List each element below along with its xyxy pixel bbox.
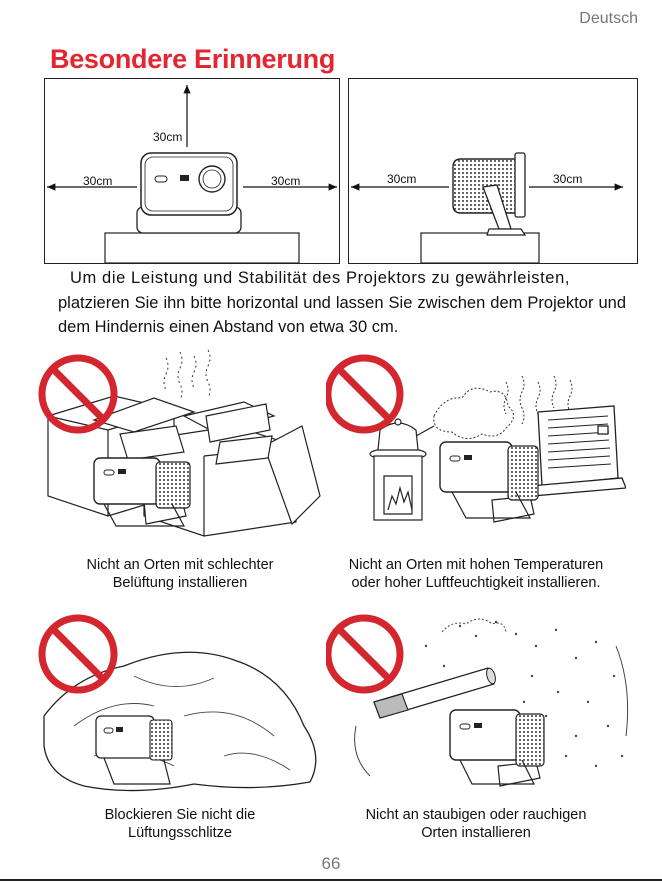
prohibition-sign-icon: [324, 614, 404, 694]
caption-line-1: Blockieren Sie nicht die: [104, 807, 256, 823]
caption-line-2: Belüftung installieren: [112, 575, 248, 591]
warning-temperature-caption: Nicht an Orten mit hohen Temperaturen od…: [326, 556, 626, 592]
projector-icon: [93, 457, 191, 527]
warning-ventilation-figure: [34, 346, 324, 542]
warning-temperature-figure: [324, 346, 627, 542]
language-label: Deutsch: [579, 10, 638, 27]
prohibition-sign-icon: [38, 354, 118, 434]
cigarette-icon: [373, 667, 496, 719]
intro-line-1: Um die Leistung und Stabilität des Proje…: [70, 269, 571, 287]
caption-line-1: Nicht an Orten mit schlechter: [86, 557, 274, 573]
caption-line-1: Nicht an Orten mit hohen Temperaturen: [348, 557, 604, 573]
caption-line-2: Orten installieren: [421, 825, 531, 841]
projector-icon: [95, 715, 173, 785]
heater-icon: [529, 405, 627, 497]
prohibition-sign-icon: [38, 614, 118, 694]
caption-line-2: oder hoher Luftfeuchtigkeit installieren…: [351, 575, 601, 591]
projector-icon: [439, 441, 539, 523]
intro-paragraph: Um die Leistung und Stabilität des Proje…: [58, 266, 626, 340]
prohibition-sign-icon: [324, 354, 404, 434]
clearance-side-front-label: 30cm: [387, 172, 416, 186]
warning-blocked-vents-caption: Blockieren Sie nicht die Lüftungsschlitz…: [40, 806, 320, 842]
clearance-side-panel: 30cm 30cm: [348, 78, 638, 264]
caption-line-1: Nicht an staubigen oder rauchigen: [365, 807, 587, 823]
warning-dust-smoke-figure: [324, 606, 636, 802]
warning-ventilation-caption: Nicht an Orten mit schlechter Belüftung …: [40, 556, 320, 592]
page-bottom-rule: [0, 879, 662, 881]
page-number: 66: [321, 854, 341, 873]
caption-line-2: Lüftungsschlitze: [128, 825, 232, 841]
projector-side-icon: [452, 152, 527, 236]
clearance-top-label: 30cm: [153, 130, 182, 144]
cloth-icon: [43, 651, 317, 792]
warning-dust-smoke-caption: Nicht an staubigen oder rauchigen Orten …: [326, 806, 626, 842]
projector-icon: [136, 152, 242, 234]
clearance-right-label: 30cm: [271, 174, 300, 188]
stove-icon: [369, 447, 427, 521]
clearance-left-label: 30cm: [83, 174, 112, 188]
page-title: Besondere Erinnerung: [50, 44, 336, 74]
intro-line-rest: platzieren Sie ihn bitte horizontal und …: [58, 293, 626, 337]
projector-icon: [449, 709, 545, 787]
clearance-side-back-label: 30cm: [553, 172, 582, 186]
clearance-front-panel: 30cm 30cm 30cm: [44, 78, 340, 264]
warning-blocked-vents-figure: [34, 606, 324, 802]
